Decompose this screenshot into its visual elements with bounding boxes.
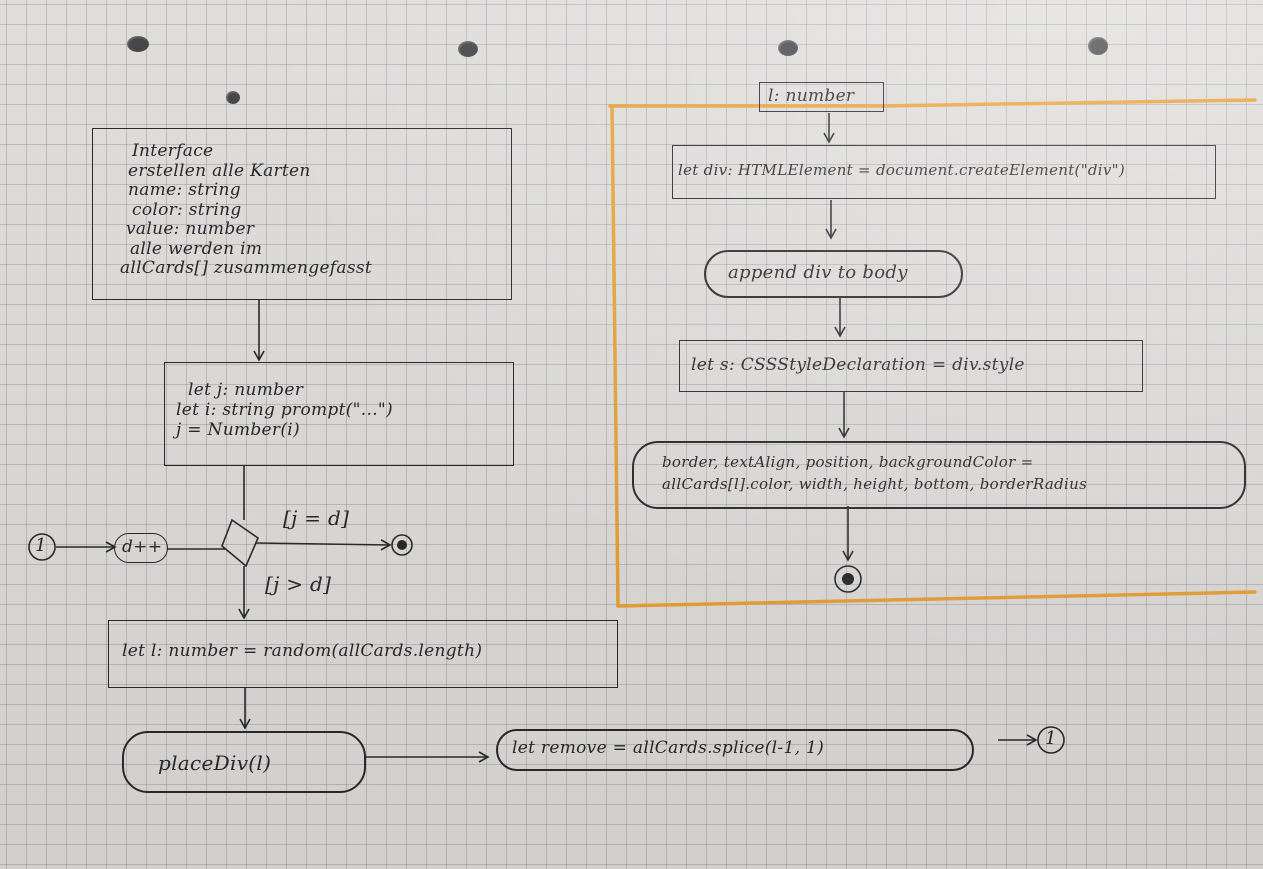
connector-label-right: 1 bbox=[1045, 728, 1057, 749]
place-div-text: placeDiv(l) bbox=[158, 751, 272, 775]
increment-label: d++ bbox=[122, 537, 163, 557]
activity-end-node-left bbox=[391, 534, 413, 556]
input-box bbox=[164, 362, 514, 466]
increment-node bbox=[114, 533, 168, 563]
create-div-box bbox=[672, 145, 1216, 199]
connector-label-left: 1 bbox=[35, 535, 47, 556]
style-decl-box bbox=[679, 340, 1143, 392]
guard-greater: [j > d] bbox=[265, 572, 332, 596]
place-div-node bbox=[122, 731, 366, 793]
interface-line: Interface bbox=[132, 141, 214, 161]
style-assign-node bbox=[632, 441, 1246, 509]
interface-line: alle werden im bbox=[130, 238, 263, 259]
input-text: let j: number let i: string prompt("..."… bbox=[176, 380, 393, 440]
style-decl-text: let s: CSSStyleDeclaration = div.style bbox=[691, 355, 1025, 375]
interface-box bbox=[92, 128, 512, 300]
remove-text: let remove = allCards.splice(l-1, 1) bbox=[512, 738, 825, 758]
create-div-text: let div: HTMLElement = document.createEl… bbox=[678, 161, 1126, 179]
style-assign-text: border, textAlign, position, backgroundC… bbox=[662, 451, 1087, 495]
input-line: j = Number(i) bbox=[176, 420, 300, 440]
connector-circle-right bbox=[1037, 726, 1065, 754]
punch-hole bbox=[1088, 37, 1108, 55]
end-node-fill bbox=[397, 540, 407, 550]
interface-line: value: number bbox=[126, 219, 255, 239]
arrow-decision-to-end bbox=[255, 539, 392, 551]
interface-line: erstellen alle Karten bbox=[128, 160, 311, 181]
param-box bbox=[759, 82, 884, 112]
interface-line: color: string bbox=[132, 199, 242, 220]
guard-equal: [j = d] bbox=[283, 506, 350, 530]
punch-hole bbox=[226, 91, 240, 104]
random-box bbox=[108, 620, 618, 688]
remove-node bbox=[496, 729, 974, 771]
style-assign-line: allCards[l].color, width, height, bottom… bbox=[662, 475, 1088, 493]
interface-line: allCards[] zusammengefasst bbox=[120, 258, 373, 278]
end-node-fill bbox=[842, 573, 854, 585]
highlight-frame bbox=[608, 98, 1257, 608]
interface-line: name: string bbox=[128, 180, 241, 200]
append-text: append div to body bbox=[728, 262, 908, 283]
decision-diamond bbox=[221, 518, 259, 568]
input-line: let i: string prompt("...") bbox=[176, 400, 393, 420]
append-node bbox=[704, 250, 963, 298]
punch-hole bbox=[127, 36, 149, 52]
param-text: l: number bbox=[768, 86, 855, 106]
activity-end-node-right bbox=[834, 565, 862, 593]
punch-hole bbox=[778, 40, 798, 56]
style-assign-line: border, textAlign, position, backgroundC… bbox=[662, 453, 1034, 471]
punch-hole bbox=[458, 41, 478, 57]
connector-circle-left bbox=[28, 533, 56, 561]
random-text: let l: number = random(allCards.length) bbox=[122, 641, 483, 661]
interface-text: Interface erstellen alle Karten name: st… bbox=[120, 141, 373, 279]
input-line: let j: number bbox=[188, 380, 304, 400]
